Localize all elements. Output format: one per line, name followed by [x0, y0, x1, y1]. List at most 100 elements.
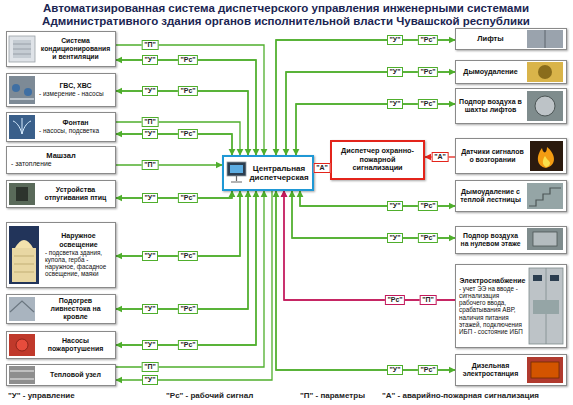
signal-line: [284, 191, 455, 300]
signal-line: [116, 164, 222, 165]
breakers: [533, 300, 559, 314]
signal-line: [284, 191, 455, 300]
box-heading: Подпор воздуха на нулевом этаже: [459, 232, 522, 248]
fan-housing: [538, 65, 552, 79]
signal-tag: "Рс": [418, 67, 438, 77]
generator-body: [531, 362, 559, 378]
signal-tag: "Рс": [418, 201, 438, 211]
signal-line: [116, 191, 240, 256]
signal-line: [116, 191, 256, 345]
system-box: Устройства отпугивания птиц: [6, 180, 116, 208]
elevator-picture: [527, 30, 563, 48]
cabinet: [529, 268, 563, 344]
stairs: [529, 188, 561, 206]
signal-line: [116, 191, 256, 345]
signal-tag: "Рс": [418, 35, 438, 45]
signal-line: [292, 191, 455, 238]
system-box: Дымоудаление: [455, 60, 567, 84]
system-box: Система кондиционирования и вентиляции: [6, 31, 116, 67]
signal-line: [276, 40, 455, 155]
legend-text: "А" - аварийно-пожарная сигнализация: [382, 391, 539, 400]
signal-tag: "Рс": [385, 295, 405, 305]
system-box: Наружное освещение- подсветка здания, ку…: [6, 222, 116, 288]
system-box: Фонтан- насосы, подсветка: [6, 112, 116, 142]
signal-tag: "У": [142, 86, 158, 96]
box-heading: Устройства отпугивания птиц: [39, 186, 112, 202]
signal-line: [116, 134, 232, 155]
box-heading: Дымоудаление с теплой лестницы: [459, 188, 522, 204]
system-box: Тепловой узел: [6, 364, 116, 386]
ac-unit-grille: [13, 40, 31, 58]
fountain-photo: [9, 115, 35, 139]
legend-item: "У" - управление: [8, 391, 75, 401]
box-body: - насосы, подсветка: [39, 127, 112, 134]
elevator-photo: [527, 30, 563, 48]
signal-tag: "У": [142, 340, 158, 350]
signal-line: [116, 134, 232, 155]
meter: [550, 275, 559, 281]
signal-line: [292, 191, 455, 238]
heat-node-picture: [9, 366, 35, 384]
signal-line: [116, 191, 272, 380]
box-heading: Центральная диспетчерская: [249, 164, 309, 182]
generator-photo: [527, 357, 563, 383]
signal-tag: "У": [387, 67, 403, 77]
box-body: - учет ЭЭ на вводе - сигнализация рабоче…: [459, 285, 526, 336]
ac-unit-body: [9, 36, 35, 62]
box-heading: Лифты: [459, 35, 522, 44]
box-heading: Наружное освещение: [45, 232, 112, 248]
dome: [15, 240, 33, 248]
signal-tag: "Рс": [418, 233, 438, 243]
shaft-fan-picture: [527, 91, 563, 121]
signal-tag: "Рс": [178, 55, 198, 65]
monitor-stand: [231, 176, 242, 182]
bird-repeller-picture: [9, 183, 35, 205]
system-box: Подпор воздуха на нулевом этаже: [455, 226, 567, 254]
flame-photo: [530, 141, 563, 171]
signal-tag: "Рс": [178, 340, 198, 350]
smoke-fan-picture: [527, 62, 563, 82]
signal-line: [276, 40, 455, 155]
signal-tag: "П": [142, 160, 159, 170]
signal-tag: "Рс": [418, 99, 438, 109]
box-body: - подсветка здания, купола, герба - нару…: [45, 249, 112, 278]
legend-item: "А" - аварийно-пожарная сигнализация: [382, 391, 539, 401]
fire-pump-picture: [9, 334, 35, 356]
roof-drain-picture: [9, 297, 35, 321]
signal-line: [116, 191, 232, 198]
fan-photo: [527, 228, 563, 250]
signal-tag: "Рс": [178, 193, 198, 203]
fan-photo: [527, 62, 563, 82]
fire-dispatcher-box: Диспетчер охранно-пожарной сигнализации: [330, 140, 425, 180]
screen-image: [230, 165, 243, 173]
system-box: Подогрев ливнестока на кровле: [6, 294, 116, 324]
signal-line: [116, 60, 256, 155]
pump-picture: [9, 76, 35, 104]
signal-line: [116, 191, 232, 198]
signal-tag: "У": [387, 99, 403, 109]
cabinet-split: [546, 268, 547, 344]
system-box: Датчики сигналов о возгорании: [455, 138, 567, 174]
system-box: Насосы пожаротушения: [6, 331, 116, 359]
legend-item: "П" - параметры: [300, 391, 365, 401]
signal-tag: "У": [387, 35, 403, 45]
signal-tag: "П": [420, 295, 437, 305]
diesel-generator-picture: [527, 357, 563, 383]
signal-tag: "П": [142, 362, 159, 372]
box-heading: Подпор воздуха в шахты лифтов: [459, 98, 522, 114]
monitor-screen: [227, 162, 246, 176]
signal-tag: "У": [142, 129, 158, 139]
box-heading: Дизельная электростанция: [459, 362, 522, 378]
pipe: [10, 98, 34, 100]
signal-line: [116, 191, 248, 309]
roof-line: [10, 301, 34, 312]
box-heading: Тепловой узел: [39, 371, 112, 379]
signal-tag: "У": [387, 365, 403, 375]
box-heading: Дымоудаление: [459, 68, 522, 76]
system-box: Электроснабжение- учет ЭЭ на вводе - сиг…: [455, 264, 567, 348]
pump-motor: [24, 88, 32, 96]
system-box: Машзал- затопление: [6, 146, 116, 174]
